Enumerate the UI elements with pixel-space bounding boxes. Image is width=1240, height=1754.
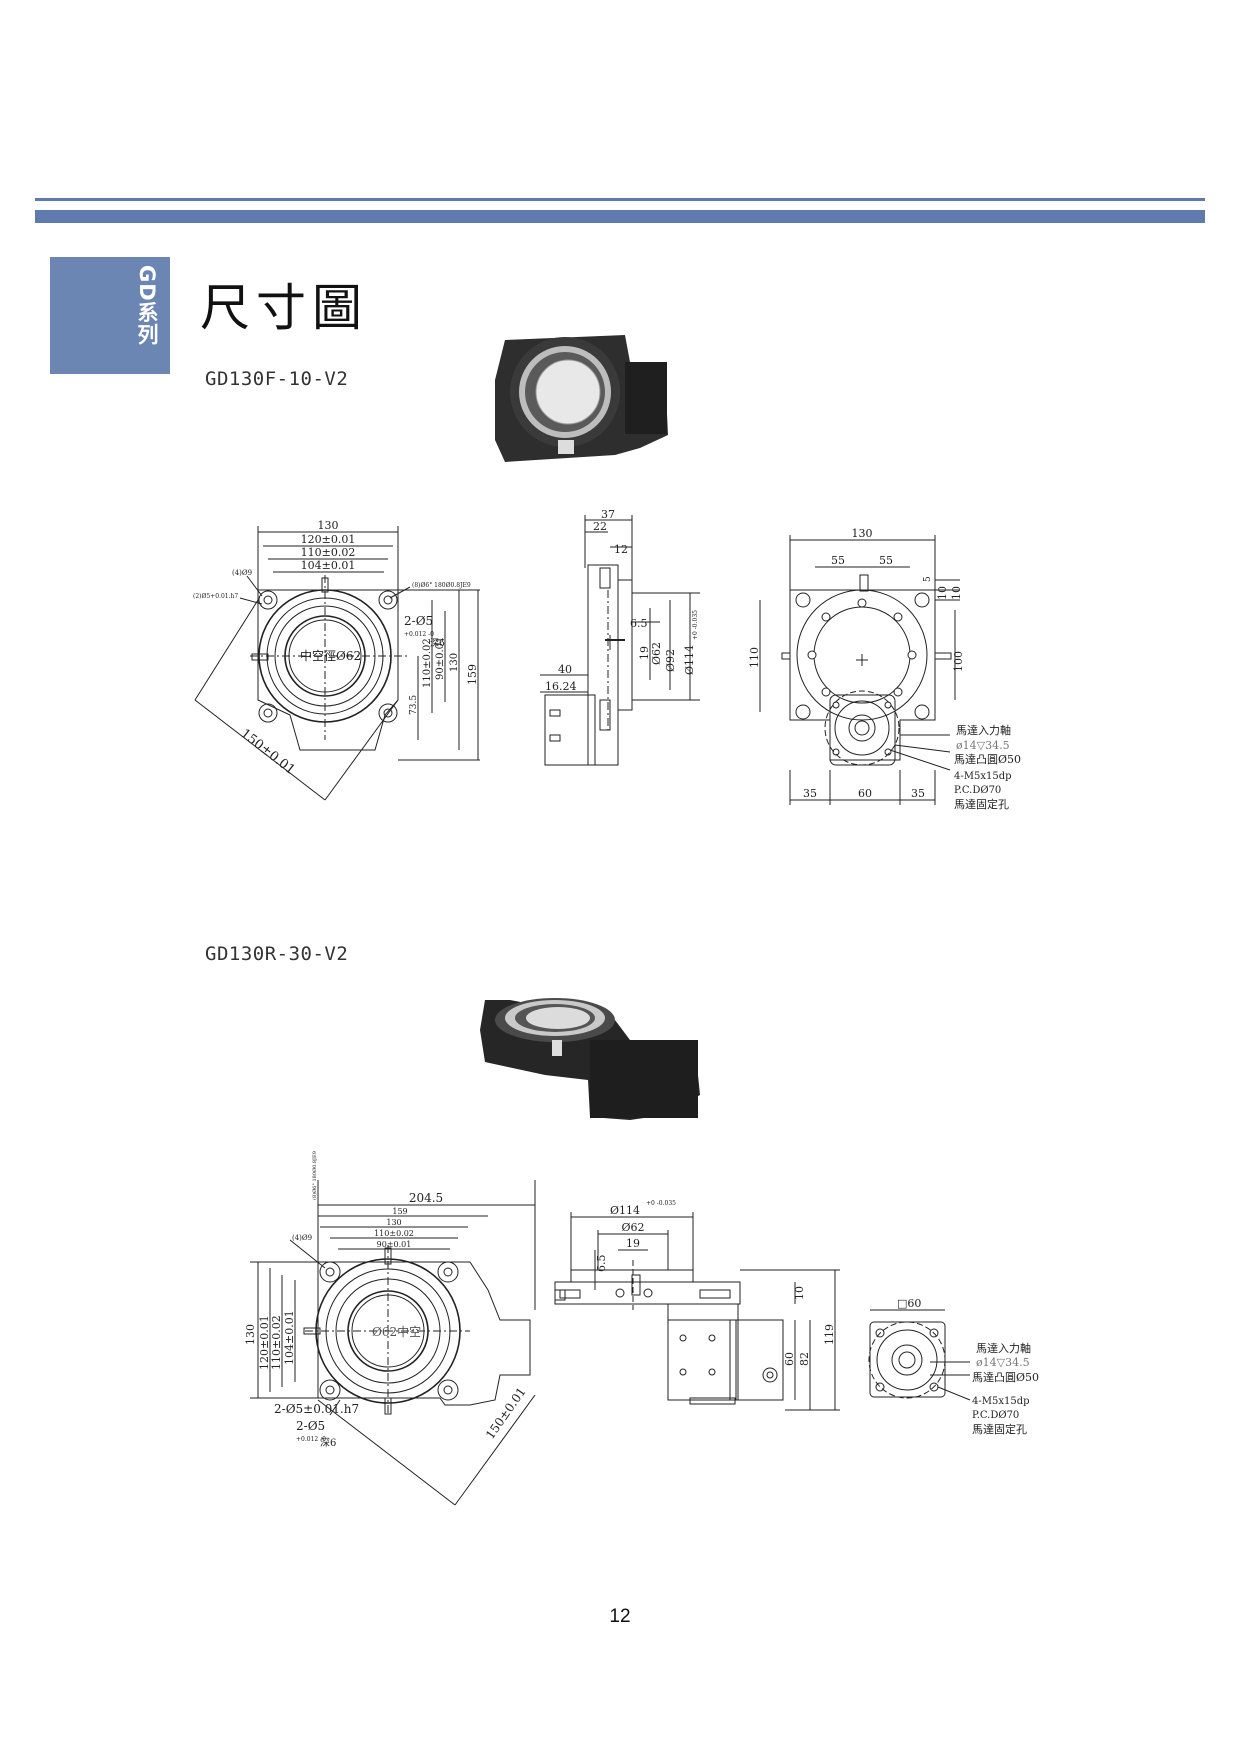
m1-side-16-24: 16.24 [545, 680, 577, 693]
m2-note-2: ø14▽34.5 [976, 1356, 1030, 1369]
m2-width-2: 159 [392, 1207, 407, 1216]
model-name-2: GD130R-30-V2 [205, 943, 349, 965]
m2-label-dowel: 2-Ø5 [296, 1419, 325, 1433]
m2-note-6: 馬達固定孔 [972, 1422, 1027, 1436]
m1-rear-10a: 10 [936, 586, 949, 600]
m1-note-5: P.C.DØ70 [954, 785, 1001, 796]
product-photo-2 [480, 998, 700, 1120]
m1-side-19: 19 [638, 646, 651, 660]
m1-note-3: 馬達凸圓Ø50 [954, 753, 1021, 766]
model2-side-view [554, 1212, 840, 1411]
m1-label-depth: 深6 [430, 638, 445, 649]
m1-side-92: Ø92 [664, 649, 677, 672]
m2-note-3: 馬達凸圓Ø50 [972, 1371, 1039, 1384]
m1-side-22: 22 [593, 520, 607, 533]
product-photo-1 [495, 335, 668, 462]
m1-rear-5: 5 [923, 576, 933, 582]
m1-side-114: Ø114 [683, 645, 696, 675]
m1-diagonal: 150±0.01 [238, 726, 298, 778]
m1-width-4: 104±0.01 [301, 559, 356, 572]
m2-width-1: 204.5 [409, 1191, 443, 1205]
m1-label-holes: (4)Ø9 [232, 569, 252, 577]
m2-note-1: 馬達入力軸 [976, 1341, 1031, 1355]
m1-height-3: 130 [449, 653, 460, 672]
m1-side-tol: +0 -0.035 [692, 610, 699, 640]
m1-rear-55b: 55 [879, 554, 893, 567]
m2-label-tol: +0.012 -0 [296, 1436, 326, 1443]
m1-width-2: 120±0.01 [301, 533, 356, 546]
m2-side-119: 119 [823, 1324, 836, 1345]
m1-side-37: 37 [601, 508, 615, 521]
header-rule-thin [35, 198, 1205, 201]
m2-note-5: P.C.DØ70 [972, 1410, 1019, 1421]
model-name-1: GD130F-10-V2 [205, 368, 349, 390]
header-rule-thick [35, 210, 1205, 223]
m1-note-6: 馬達固定孔 [954, 797, 1009, 811]
m1-side-12: 12 [614, 543, 628, 556]
m2-side-82: 82 [798, 1352, 811, 1366]
m1-rear-35b: 35 [911, 787, 925, 800]
m1-note-2: ø14▽34.5 [956, 739, 1010, 752]
m2-width-3: 130 [386, 1218, 401, 1227]
model1-rear-view [759, 535, 960, 805]
m1-label-pin: (2)Ø5+0.01.h7 [193, 593, 238, 600]
m2-side-tol: +0 -0.035 [646, 1200, 676, 1207]
m2-side-10: 10 [793, 1286, 806, 1300]
m1-width-3: 110±0.02 [301, 546, 356, 559]
m2-label-depth: 深6 [320, 1437, 336, 1449]
m1-label-dowel: 2-Ø5 [404, 614, 433, 628]
m2-label-pitch: (8)Ø6° 180Ø0.8JE9 [311, 1151, 318, 1200]
m1-rear-55a: 55 [831, 554, 845, 567]
model2-end-view [868, 1309, 971, 1401]
m2-height-3: 110±0.02 [270, 1315, 283, 1370]
m2-height-1: 130 [244, 1324, 257, 1345]
m1-side-40: 40 [558, 663, 572, 676]
m1-rear-60: 60 [858, 787, 872, 800]
m2-width-5: 90±0.01 [377, 1240, 412, 1249]
m1-height-1: 110±0.02 [422, 638, 433, 688]
m1-width-1: 130 [318, 519, 339, 532]
series-tab [50, 257, 170, 374]
m1-height-5: 73.5 [409, 695, 419, 715]
m1-rear-110: 110 [748, 647, 761, 668]
m2-side-114: Ø114 [610, 1204, 640, 1217]
m2-side-19: 19 [626, 1237, 640, 1250]
m1-rear-100: 100 [952, 651, 965, 672]
m1-height-2: 90±0.01 [435, 637, 446, 680]
m1-rear-10b: 10 [950, 586, 963, 600]
m1-label-pitch: (8)Ø6° 180Ø0.8JE9 [412, 582, 471, 589]
m2-side-62: Ø62 [621, 1221, 644, 1234]
m1-note-4: 4-M5x15dp [954, 771, 1012, 782]
m2-side-6-5: 6.5 [595, 1255, 608, 1273]
page-number: 12 [609, 1606, 631, 1627]
m1-rear-130: 130 [852, 527, 873, 540]
m2-height-4: 104±0.01 [283, 1310, 296, 1365]
m1-side-6-5: 6.5 [630, 617, 648, 630]
m1-label-hollow: 中空徑Ø62 [300, 648, 361, 663]
model1-top-view [194, 526, 480, 801]
m1-height-4: 159 [466, 664, 479, 685]
m1-rear-35a: 35 [803, 787, 817, 800]
m2-width-4: 110±0.02 [374, 1229, 414, 1238]
m2-side-60: 60 [783, 1352, 796, 1366]
m2-height-2: 120±0.01 [258, 1315, 271, 1370]
model1-side-view [540, 515, 700, 766]
m2-label-pin: 2-Ø5±0.01.h7 [274, 1402, 359, 1416]
page-title: 尺寸圖 [200, 279, 368, 337]
m2-label-hollow: Ø62中空 [372, 1324, 421, 1339]
m2-label-holes: (4)Ø9 [292, 1234, 312, 1242]
m1-side-62: Ø62 [650, 642, 663, 665]
m2-end-square: □60 [897, 1297, 921, 1310]
m1-note-1: 馬達入力軸 [956, 723, 1011, 737]
series-tab-label: GD系列 [135, 265, 159, 346]
m1-label-tol: +0.012 -0 [404, 631, 434, 638]
m2-note-4: 4-M5x15dp [972, 1396, 1030, 1407]
model2-top-view [250, 1180, 536, 1506]
